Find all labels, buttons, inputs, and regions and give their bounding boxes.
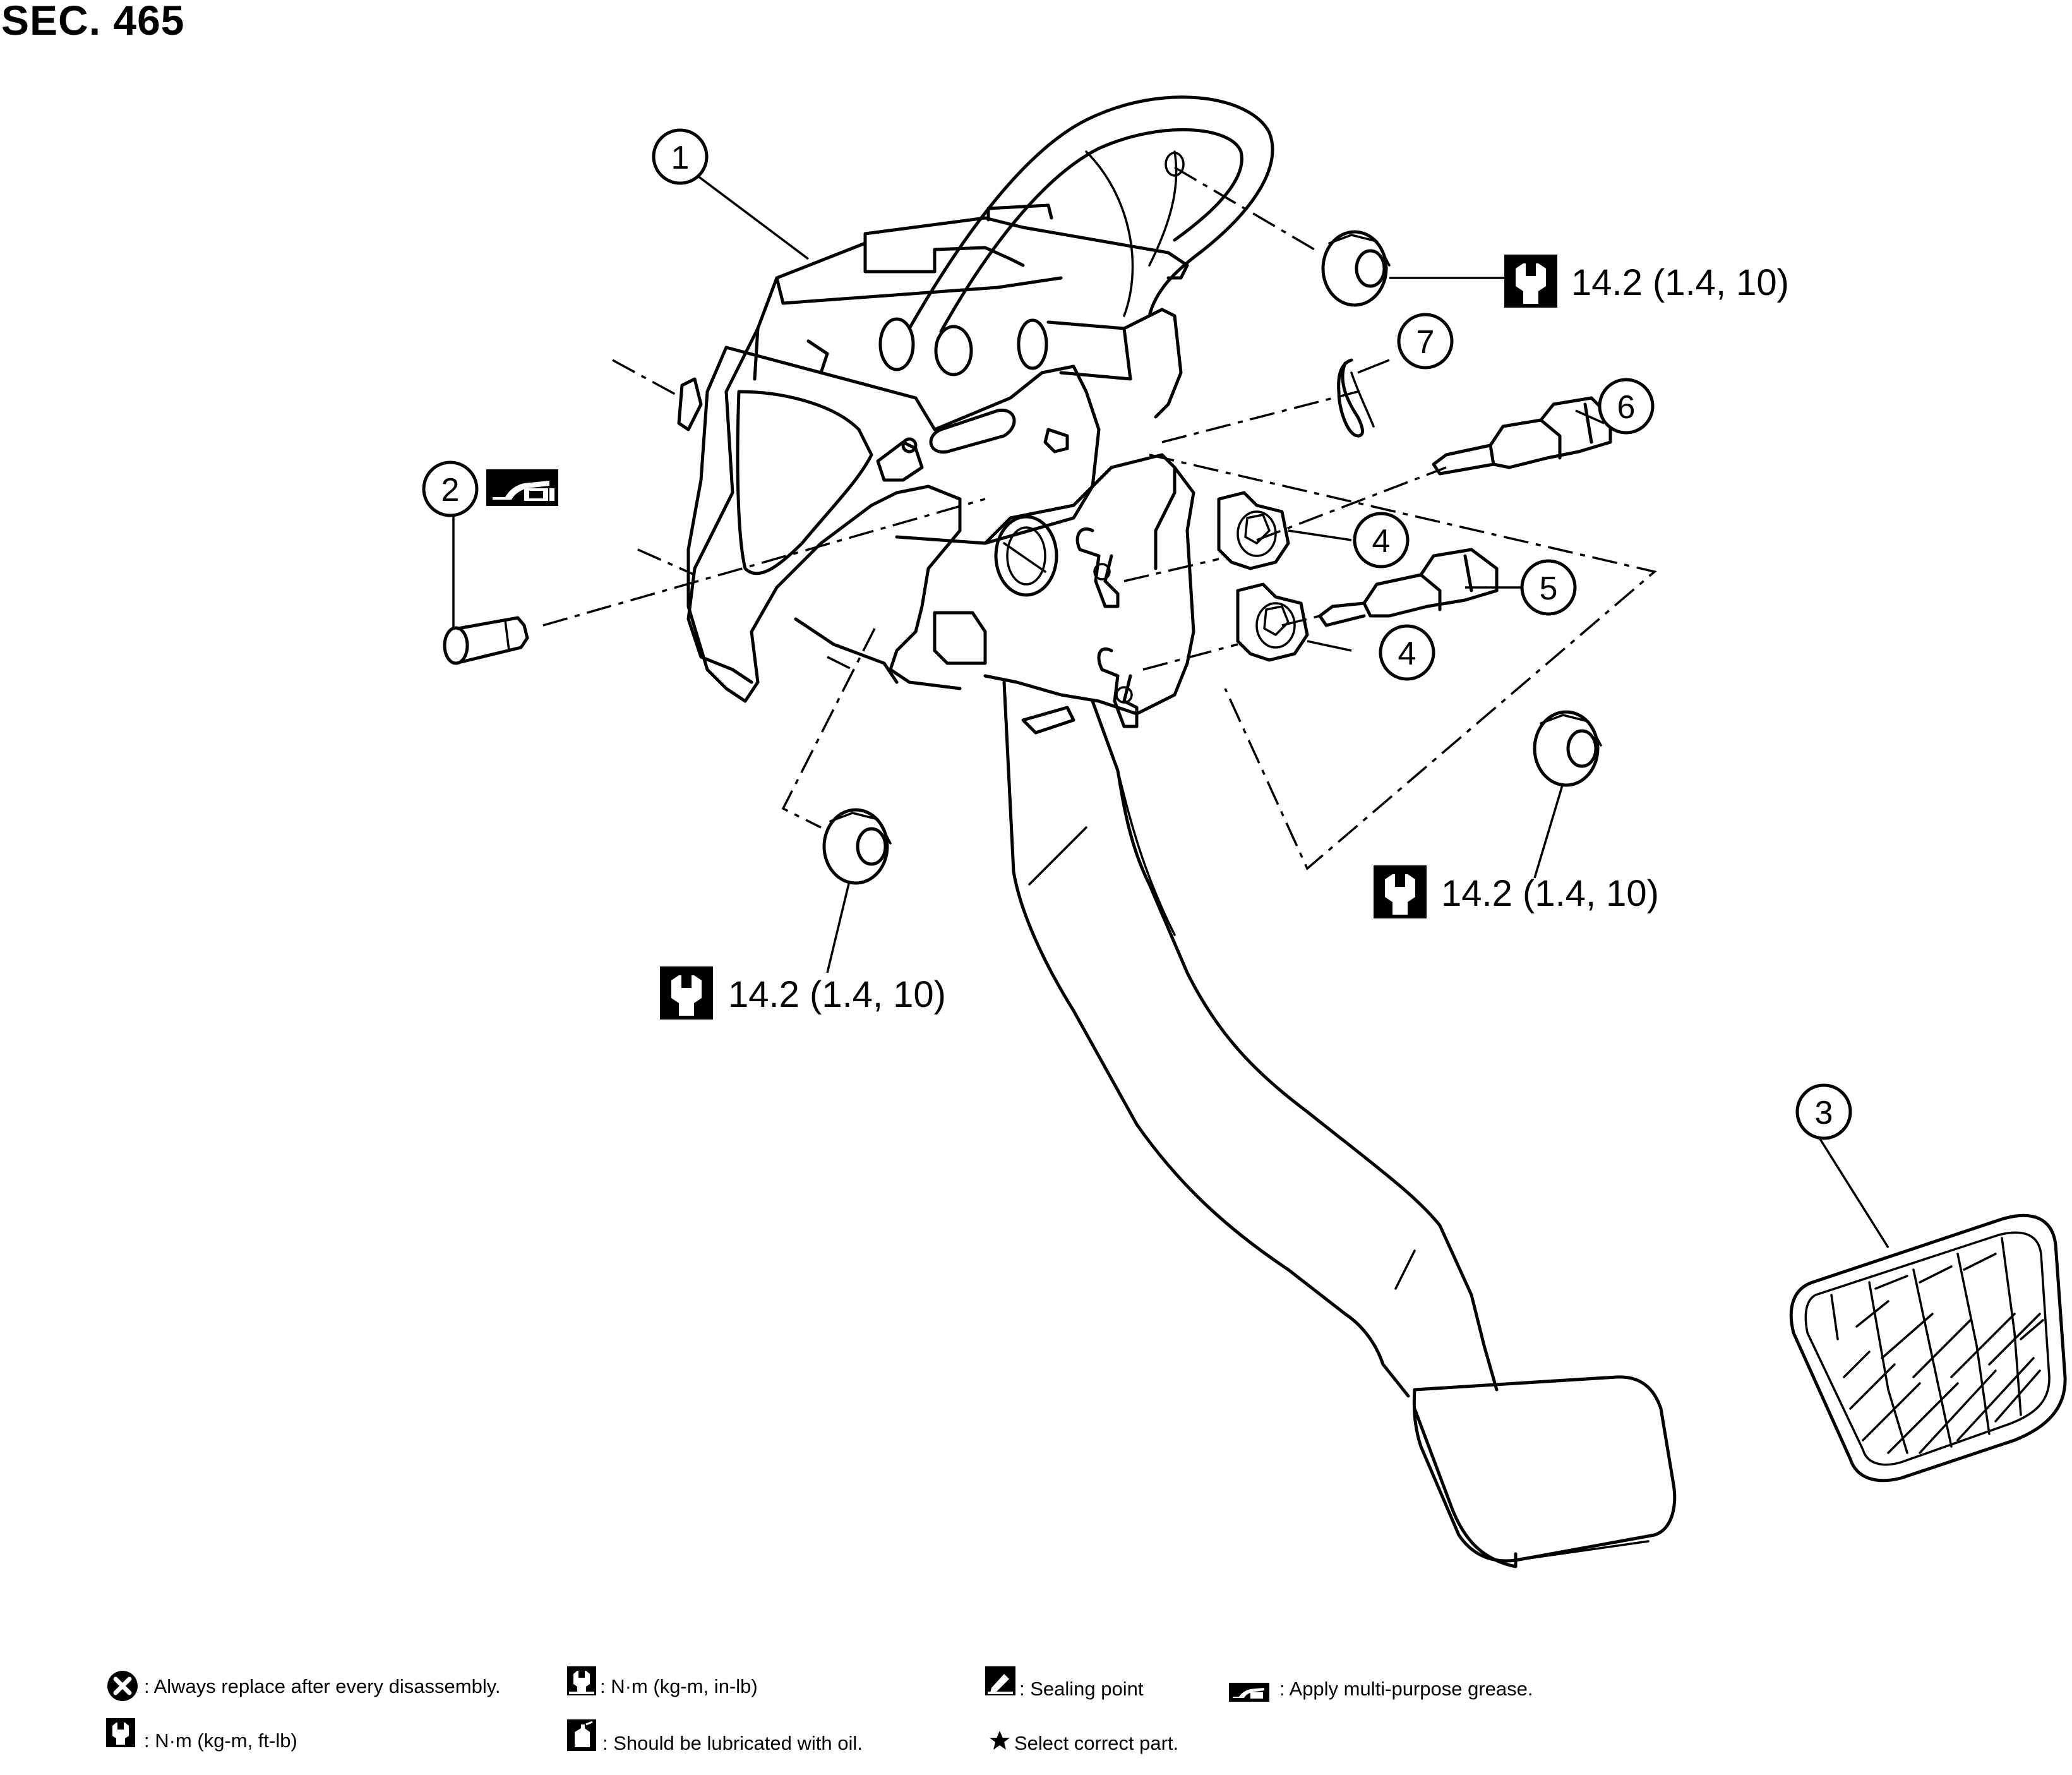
- callout-5: 5: [1520, 559, 1577, 616]
- legend: : Always replace after every disassembly…: [106, 1666, 1533, 1754]
- torque-wrench-icon: [106, 1718, 135, 1747]
- torque-wrench-icon: [1374, 865, 1427, 918]
- torque-label-right: 14.2 (1.4, 10): [1374, 865, 1659, 918]
- nut-right: [1533, 710, 1602, 787]
- clevis-pin: [443, 616, 529, 665]
- leader-lines: [452, 172, 1889, 1248]
- svg-text:3: 3: [1815, 1095, 1833, 1131]
- svg-text:4: 4: [1372, 523, 1391, 560]
- grease-gun-icon: [1229, 1683, 1269, 1702]
- torque-wrench-icon: [1504, 255, 1557, 308]
- nut-top-right: [1321, 230, 1391, 307]
- pedal-bracket-assembly: [677, 95, 1274, 735]
- svg-text:14.2 (1.4, 10): 14.2 (1.4, 10): [1571, 262, 1789, 303]
- callout-1: 1: [652, 128, 709, 185]
- torque-wrench-icon: [660, 966, 713, 1020]
- sealing-point-icon: [985, 1666, 1015, 1695]
- callout-4-upper: 4: [1353, 512, 1410, 569]
- legend-sealing-point: : Sealing point: [1019, 1678, 1144, 1700]
- callout-7: 7: [1397, 313, 1454, 370]
- pedal-arm: [1002, 680, 1677, 1568]
- svg-text:2: 2: [441, 472, 460, 508]
- snap-pin-clip: [1337, 358, 1375, 438]
- svg-text:14.2 (1.4, 10): 14.2 (1.4, 10): [728, 974, 946, 1015]
- stop-lamp-switch-clip-upper: [1217, 491, 1290, 570]
- svg-text:7: 7: [1416, 324, 1435, 361]
- svg-text:6: 6: [1617, 389, 1636, 426]
- svg-text:5: 5: [1540, 570, 1558, 607]
- torque-in-lb-icon: [567, 1666, 596, 1695]
- assembly-dash-lines: [542, 166, 1657, 870]
- grease-gun-icon: [486, 469, 558, 506]
- legend-lubricate-oil: : Should be lubricated with oil.: [602, 1732, 863, 1754]
- legend-always-replace: : Always replace after every disassembly…: [144, 1675, 501, 1697]
- asd-switch: [1318, 548, 1499, 627]
- svg-text:1: 1: [671, 140, 690, 176]
- svg-text:14.2 (1.4, 10): 14.2 (1.4, 10): [1441, 873, 1659, 914]
- callout-3: 3: [1795, 1083, 1852, 1140]
- legend-nm-ft-lb: : N·m (kg-m, ft-lb): [144, 1730, 297, 1752]
- stop-lamp-switch-clip-lower: [1236, 582, 1309, 662]
- nut-left: [822, 808, 892, 885]
- stop-lamp-switch: [1432, 396, 1612, 476]
- legend-select-part: Select correct part.: [1014, 1732, 1178, 1754]
- svg-text:4: 4: [1398, 635, 1416, 672]
- callout-6: 6: [1598, 378, 1655, 435]
- torque-label-top-right: 14.2 (1.4, 10): [1504, 255, 1789, 308]
- legend-multi-purpose-grease: : Apply multi-purpose grease.: [1279, 1678, 1533, 1700]
- section-title: SEC. 465: [1, 0, 185, 44]
- oil-can-icon: [567, 1719, 596, 1751]
- callout-2: 2: [422, 460, 479, 517]
- torque-label-left: 14.2 (1.4, 10): [660, 966, 946, 1020]
- x-circle-icon: [107, 1671, 138, 1701]
- callout-4-lower: 4: [1379, 624, 1435, 681]
- pedal-pad-cover: [1789, 1213, 2067, 1483]
- star-icon: [990, 1731, 1010, 1750]
- legend-nm-in-lb: : N·m (kg-m, in-lb): [600, 1675, 758, 1697]
